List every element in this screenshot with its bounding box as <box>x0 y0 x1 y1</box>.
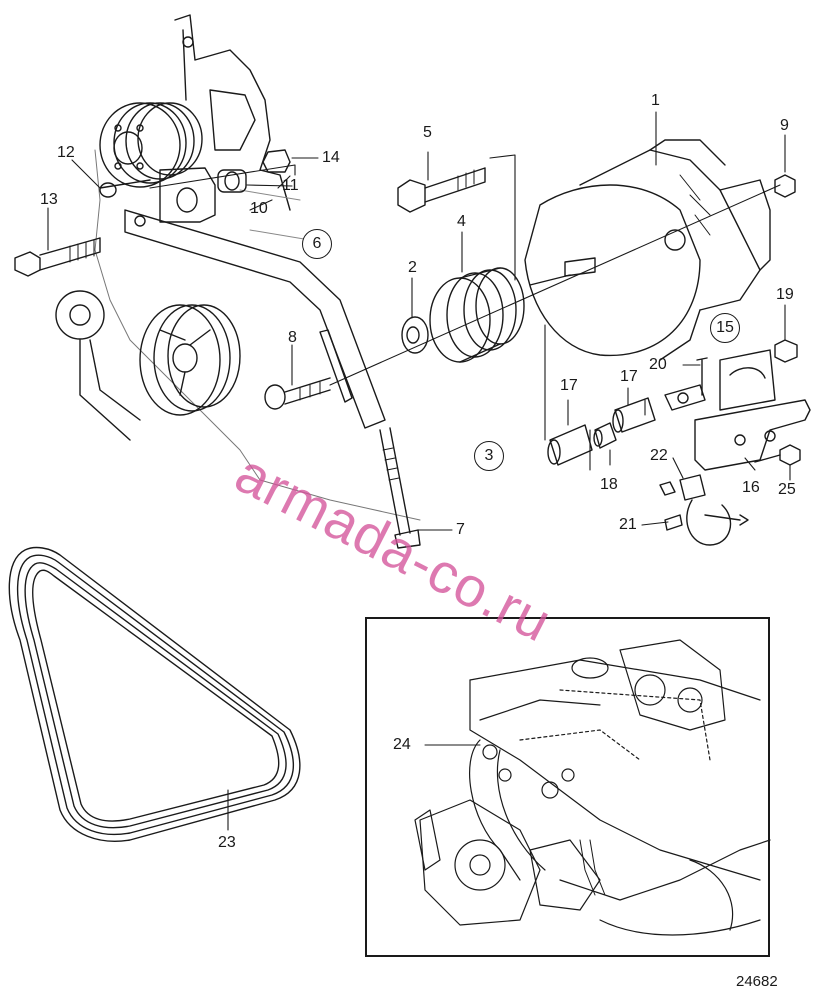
circled-label-15: 15 <box>716 319 734 336</box>
bolt-20 <box>696 357 708 396</box>
circled-callout-6: 6 <box>302 229 332 259</box>
callout-2: 2 <box>408 259 417 276</box>
alternator-pulley <box>429 267 525 363</box>
callout-20: 20 <box>649 356 667 373</box>
inset-engine-drawing <box>414 639 771 936</box>
bolt-13 <box>14 237 101 277</box>
assembly-axis-lines <box>149 154 781 471</box>
clamp-22 <box>659 474 749 546</box>
callout-10: 10 <box>250 200 268 217</box>
bolt-25 <box>754 444 801 466</box>
callout-5: 5 <box>423 124 432 141</box>
callout-21: 21 <box>619 516 637 533</box>
callout-11: 11 <box>282 177 299 194</box>
callout-24: 24 <box>393 736 411 753</box>
callout-16: 16 <box>742 479 760 496</box>
circled-label-3: 3 <box>484 447 494 464</box>
nut-19 <box>774 339 798 363</box>
callout-9: 9 <box>780 117 789 134</box>
callout-17a: 17 <box>560 377 578 394</box>
spacer-2 <box>401 316 429 354</box>
callout-12: 12 <box>57 144 75 161</box>
callout-17b: 17 <box>620 368 638 385</box>
drive-belt-23 <box>8 546 301 842</box>
water-pump-pulley <box>99 102 203 188</box>
tensioner-bracket <box>99 149 291 223</box>
callout-18: 18 <box>600 476 618 493</box>
callout-1: 1 <box>651 92 660 109</box>
callout-7: 7 <box>456 521 465 538</box>
spacers-17-18 <box>547 397 656 466</box>
nut-9 <box>774 174 796 198</box>
callout-8: 8 <box>288 329 297 346</box>
mounting-bracket-16 <box>664 349 811 471</box>
callout-22: 22 <box>650 447 668 464</box>
leader-lines <box>47 111 791 831</box>
callout-4: 4 <box>457 213 466 230</box>
figure-number: 24682 <box>736 973 778 990</box>
bolt-7 <box>379 427 421 549</box>
bolt-8 <box>264 377 331 410</box>
callout-25: 25 <box>778 481 796 498</box>
inset-frame <box>365 617 770 957</box>
circled-callout-15: 15 <box>710 313 740 343</box>
crankshaft-pulley <box>55 290 241 441</box>
callout-23: 23 <box>218 834 236 851</box>
callout-19: 19 <box>776 286 794 303</box>
circled-label-6: 6 <box>312 235 322 252</box>
circled-callout-3: 3 <box>474 441 504 471</box>
callout-13: 13 <box>40 191 58 208</box>
callout-14: 14 <box>322 149 340 166</box>
alternator-1 <box>524 139 771 361</box>
bolt-5 <box>397 167 486 213</box>
adjusting-arm <box>124 209 386 429</box>
